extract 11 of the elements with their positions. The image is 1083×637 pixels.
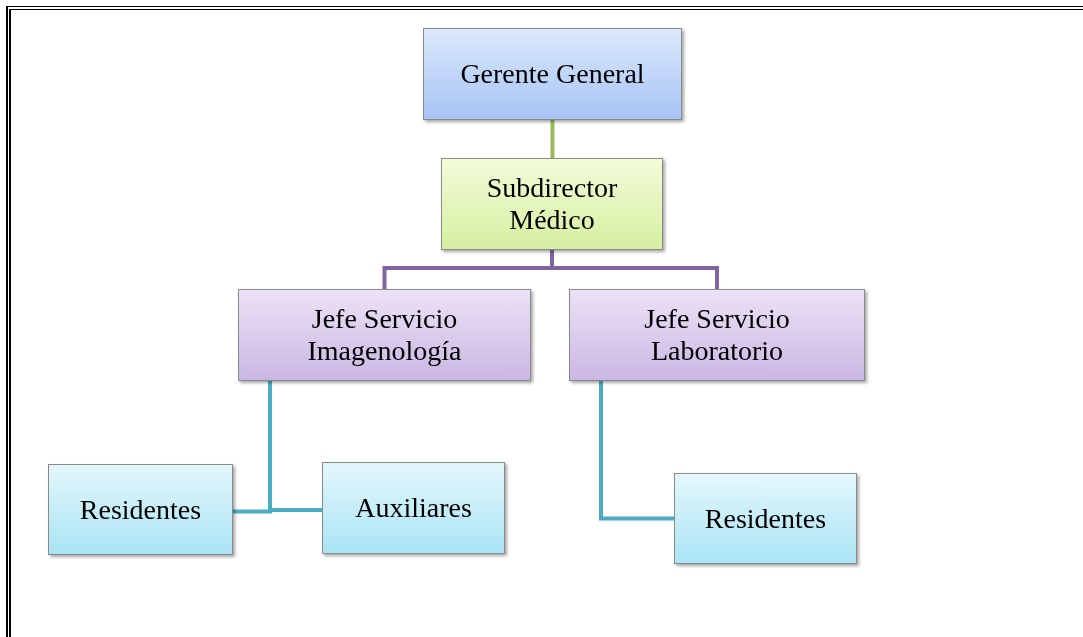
org-box: Residentes [48, 464, 233, 555]
org-box: Residentes [674, 473, 857, 564]
org-box: Auxiliares [322, 462, 505, 554]
connector-line [599, 381, 674, 521]
org-box: Subdirector Médico [441, 158, 663, 250]
connector-line [550, 120, 555, 158]
connector-line [550, 250, 719, 289]
org-box: Jefe Servicio Imagenología [238, 289, 531, 381]
org-box: Gerente General [423, 28, 682, 120]
connector-line [268, 381, 322, 512]
org-box: Jefe Servicio Laboratorio [569, 289, 865, 381]
